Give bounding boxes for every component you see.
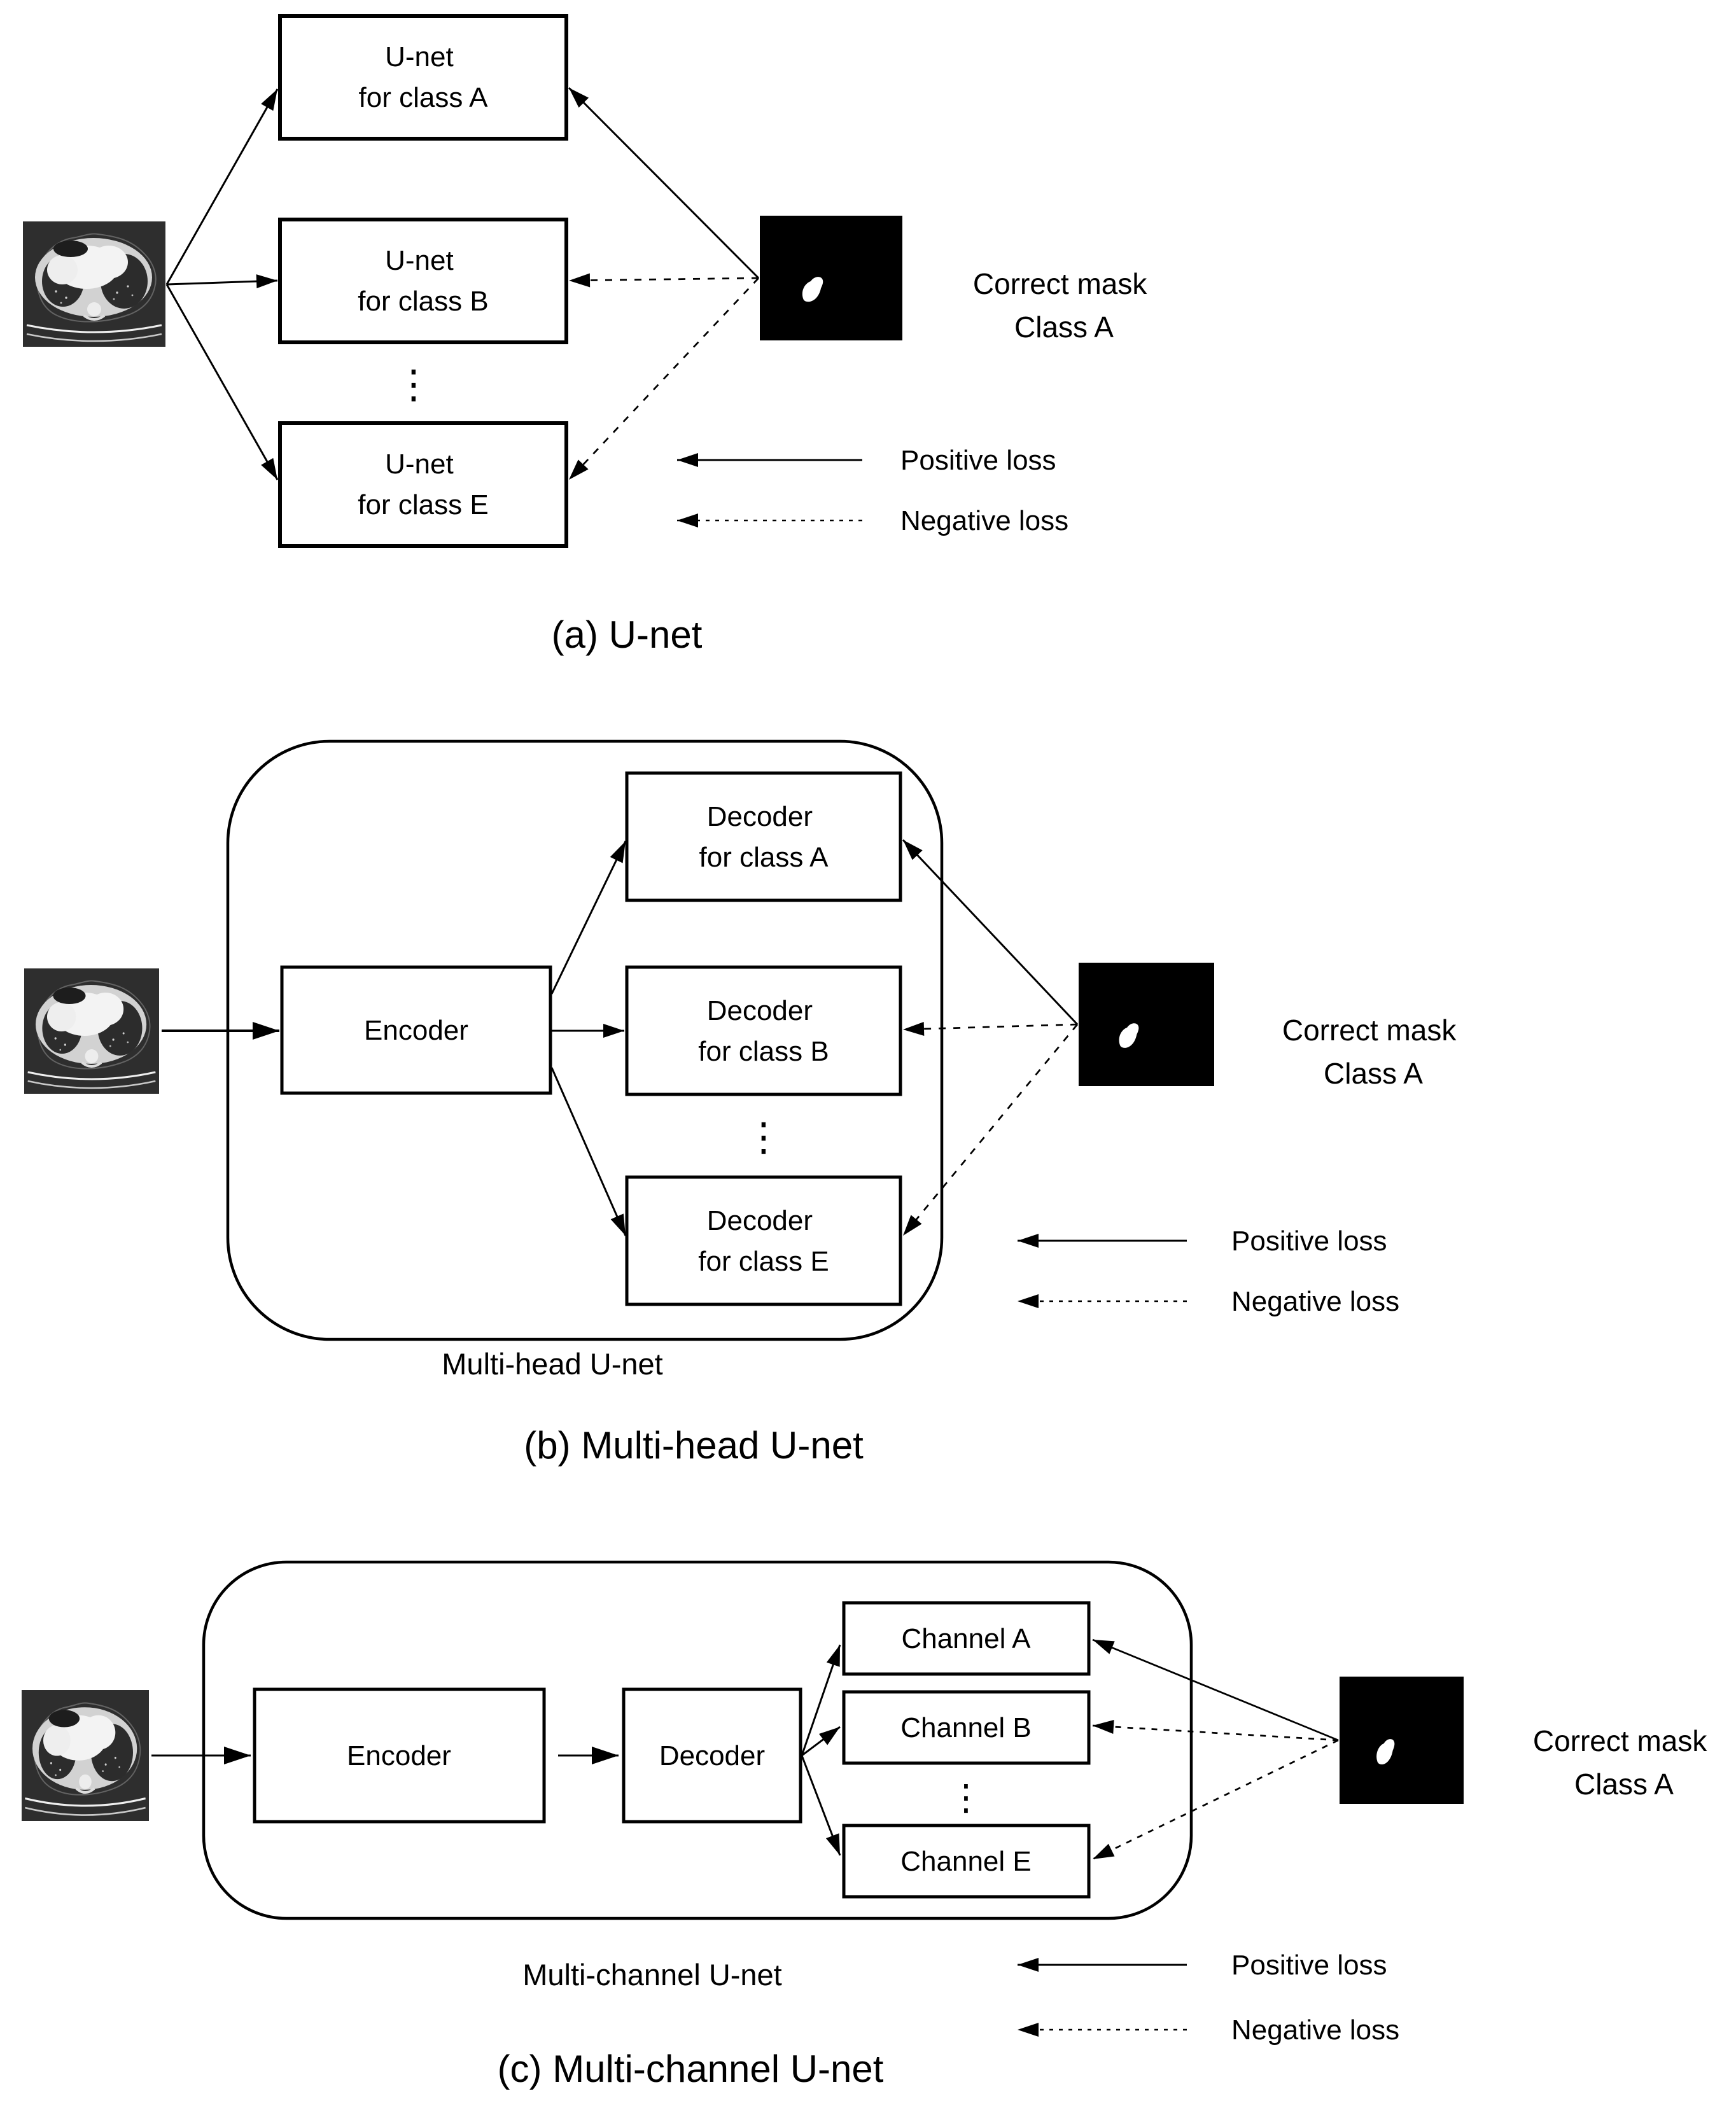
arrow-decoder-to-channel-b bbox=[801, 1726, 841, 1757]
decoder-class-b-label: Decoder for class B bbox=[698, 995, 829, 1067]
decoder-class-a-label-line1: Decoder bbox=[707, 801, 813, 832]
multi-channel-unet-container bbox=[202, 1560, 1193, 1920]
unet-class-b-label-line2: for class B bbox=[358, 286, 488, 317]
unet-class-e-box bbox=[278, 421, 568, 548]
ct-input-image-a bbox=[23, 221, 165, 347]
channel-e-box bbox=[842, 1824, 1091, 1899]
decoder-label-c: Decoder bbox=[659, 1740, 765, 1771]
arrow-mask-to-decoder-e-negative bbox=[902, 1024, 1079, 1236]
container-label-b: Multi-head U-net bbox=[442, 1347, 662, 1381]
multi-head-unet-container bbox=[226, 739, 944, 1341]
arrow-input-to-unet-e bbox=[165, 284, 279, 480]
arrow-decoder-to-channel-e bbox=[801, 1755, 841, 1856]
unet-class-a-label-line2: for class A bbox=[359, 82, 489, 113]
decoder-class-a-box bbox=[625, 771, 902, 902]
arrow-mask-to-unet-a-positive bbox=[568, 87, 760, 279]
correct-mask-label-c-line2: Class A bbox=[1574, 1768, 1674, 1801]
channel-a-box bbox=[842, 1601, 1091, 1676]
correct-mask-label-a-line2: Class A bbox=[1014, 311, 1114, 344]
decoder-class-a-label-line2: for class A bbox=[699, 842, 829, 873]
correct-mask-label-b: Correct mask Class A bbox=[1282, 1014, 1464, 1090]
arrow-mask-to-decoder-a-positive bbox=[902, 839, 1079, 1026]
channel-e-label: Channel E bbox=[900, 1846, 1031, 1877]
legend-negative-label-c: Negative loss bbox=[1231, 2014, 1399, 2046]
channel-b-label: Channel B bbox=[900, 1712, 1031, 1743]
arrow-mask-to-unet-b-negative bbox=[568, 273, 759, 288]
unet-class-e-label-line2: for class E bbox=[358, 489, 488, 520]
unet-class-e-label-line1: U-net bbox=[385, 449, 454, 480]
caption-b: (b) Multi-head U-net bbox=[524, 1424, 864, 1467]
legend-positive-label-c: Positive loss bbox=[1231, 1950, 1387, 1981]
arrow-decoder-to-channel-a bbox=[801, 1644, 841, 1756]
correct-mask-label-c: Correct mask Class A bbox=[1533, 1724, 1715, 1801]
correct-mask-label-a: Correct mask Class A bbox=[973, 267, 1155, 344]
decoder-class-b-label-line1: Decoder bbox=[707, 995, 813, 1026]
decoder-class-b-label-line2: for class B bbox=[698, 1036, 829, 1067]
container-label-c: Multi-channel U-net bbox=[522, 1958, 782, 1992]
ct-input-image-c bbox=[22, 1690, 149, 1821]
unet-class-a-box bbox=[278, 14, 568, 141]
caption-c: (c) Multi-channel U-net bbox=[498, 2048, 884, 2090]
arrow-mask-to-unet-e-negative bbox=[568, 277, 760, 480]
ct-input-image-b bbox=[24, 968, 159, 1094]
arrow-encoder-to-decoder-a bbox=[550, 841, 627, 995]
channel-b-box bbox=[842, 1690, 1091, 1765]
decoder-class-b-box bbox=[625, 965, 902, 1096]
ellipsis-c: ⋮ bbox=[948, 1777, 984, 1818]
arrow-mask-to-channel-a-positive bbox=[1092, 1638, 1339, 1742]
decoder-class-e-label-line1: Decoder bbox=[707, 1205, 813, 1236]
unet-class-a-label-line1: U-net bbox=[385, 41, 454, 73]
section-b: Encoder Decoder for class A Decoder for … bbox=[24, 739, 1464, 1467]
section-a: U-net for class A U-net for class B ⋮ U-… bbox=[23, 14, 1155, 656]
decoder-class-e-label-line2: for class E bbox=[698, 1246, 829, 1277]
unet-class-b-label-line1: U-net bbox=[385, 245, 454, 276]
arrow-input-to-unet-b bbox=[166, 274, 278, 289]
arrow-mask-to-channel-b-negative bbox=[1092, 1719, 1339, 1742]
decoder-class-e-box bbox=[625, 1175, 902, 1306]
unet-class-a-label: U-net for class A bbox=[359, 41, 489, 113]
correct-mask-label-c-line1: Correct mask bbox=[1533, 1724, 1707, 1757]
arrow-input-to-unet-a bbox=[165, 88, 279, 285]
section-c: Encoder Decoder Channel A Channel B ⋮ Ch… bbox=[22, 1560, 1715, 2090]
unet-class-e-label: U-net for class E bbox=[358, 449, 488, 520]
channel-a-label: Channel A bbox=[901, 1623, 1031, 1654]
legend-positive-label-b: Positive loss bbox=[1231, 1225, 1387, 1257]
correct-mask-label-b-line1: Correct mask bbox=[1282, 1014, 1457, 1047]
encoder-label-c: Encoder bbox=[347, 1740, 451, 1771]
legend-negative-label-b: Negative loss bbox=[1231, 1286, 1399, 1317]
legend-negative-label-a: Negative loss bbox=[900, 505, 1068, 536]
legend-positive-label-a: Positive loss bbox=[900, 445, 1056, 476]
correct-mask-image-b bbox=[1079, 963, 1214, 1086]
unet-class-b-label: U-net for class B bbox=[358, 245, 488, 317]
caption-a: (a) U-net bbox=[552, 613, 703, 656]
decoder-class-e-label: Decoder for class E bbox=[698, 1205, 829, 1277]
correct-mask-image-c bbox=[1340, 1677, 1464, 1804]
arrow-encoder-to-decoder-e bbox=[550, 1067, 627, 1236]
encoder-label-b: Encoder bbox=[364, 1015, 468, 1046]
correct-mask-label-a-line1: Correct mask bbox=[973, 267, 1147, 300]
ellipsis-b: ⋮ bbox=[744, 1113, 783, 1160]
unet-class-b-box bbox=[278, 218, 568, 344]
decoder-box-c bbox=[622, 1687, 802, 1824]
correct-mask-image-a bbox=[760, 216, 902, 340]
decoder-class-a-label: Decoder for class A bbox=[699, 801, 829, 873]
correct-mask-label-b-line2: Class A bbox=[1324, 1057, 1423, 1090]
ellipsis-a: ⋮ bbox=[394, 361, 433, 407]
arrow-mask-to-channel-e-negative bbox=[1092, 1739, 1339, 1860]
encoder-box-c bbox=[253, 1687, 546, 1824]
encoder-box-b bbox=[280, 965, 552, 1095]
